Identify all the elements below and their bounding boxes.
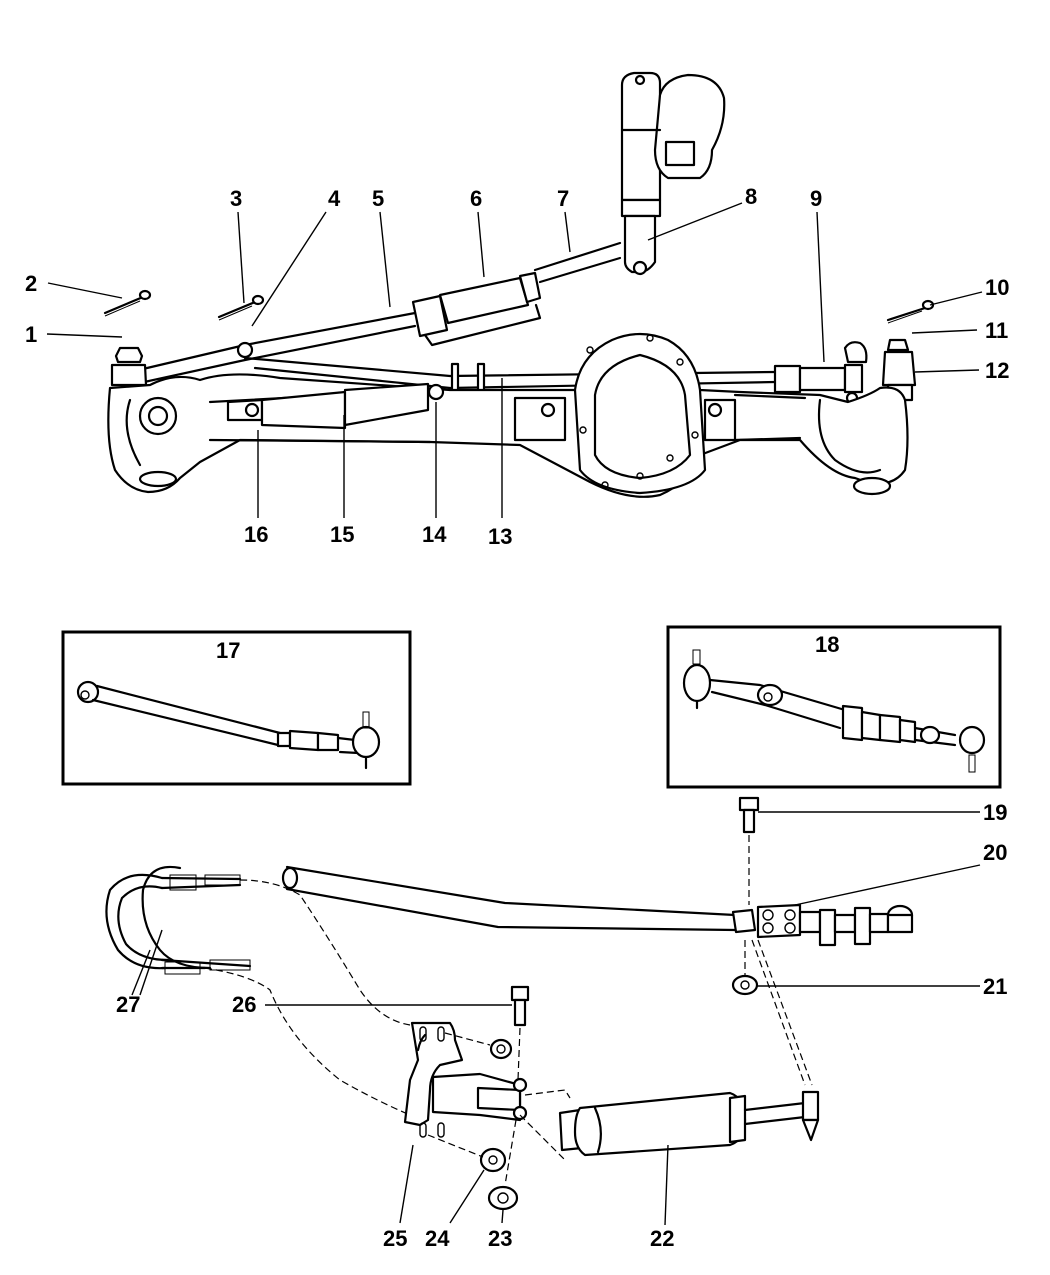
front-axle-assembly xyxy=(103,71,935,498)
callout-8: 8 xyxy=(745,184,757,209)
cotter-pin-3 xyxy=(217,294,265,321)
cotter-pin-10 xyxy=(886,299,935,324)
callout-26: 26 xyxy=(232,992,256,1017)
inset-18-title: 18 xyxy=(815,632,839,657)
callout-2: 2 xyxy=(25,271,37,296)
damper-assembly xyxy=(105,796,914,1211)
callout-10: 10 xyxy=(985,275,1009,300)
callout-19: 19 xyxy=(983,800,1007,825)
callout-12: 12 xyxy=(985,358,1009,383)
inset-17-title: 17 xyxy=(216,638,240,663)
callout-3: 3 xyxy=(230,186,242,211)
inset-17: 17 xyxy=(61,630,412,786)
callout-15: 15 xyxy=(330,522,354,547)
callout-14: 14 xyxy=(422,522,447,547)
callout-5: 5 xyxy=(372,186,384,211)
callout-25: 25 xyxy=(383,1226,407,1251)
callout-4: 4 xyxy=(328,186,341,211)
leader-lines-bottom xyxy=(265,811,981,1226)
drag-link xyxy=(128,241,622,386)
callout-20: 20 xyxy=(983,840,1007,865)
tie-rod xyxy=(243,341,868,407)
callout-24: 24 xyxy=(425,1226,450,1251)
callout-27: 27 xyxy=(116,992,140,1017)
tie-rod-end-left xyxy=(110,346,148,387)
leader-lines-top xyxy=(46,202,983,518)
callouts-bottom: 19 20 21 22 23 24 25 26 27 xyxy=(116,800,1007,1251)
callout-7: 7 xyxy=(557,186,569,211)
inset-18: 18 xyxy=(666,625,1002,789)
callouts-top: 1 2 3 4 5 6 7 8 9 10 11 12 13 14 15 16 xyxy=(25,184,1009,549)
callout-13: 13 xyxy=(488,524,512,549)
callout-16: 16 xyxy=(244,522,268,547)
axle-housing xyxy=(107,332,909,498)
callout-22: 22 xyxy=(650,1226,674,1251)
callout-11: 11 xyxy=(985,318,1008,343)
callout-21: 21 xyxy=(983,974,1007,999)
callout-9: 9 xyxy=(810,186,822,211)
callout-23: 23 xyxy=(488,1226,512,1251)
steering-gear xyxy=(620,71,726,276)
callout-6: 6 xyxy=(470,186,482,211)
cotter-pin-2 xyxy=(103,289,152,317)
callout-1: 1 xyxy=(25,322,37,347)
